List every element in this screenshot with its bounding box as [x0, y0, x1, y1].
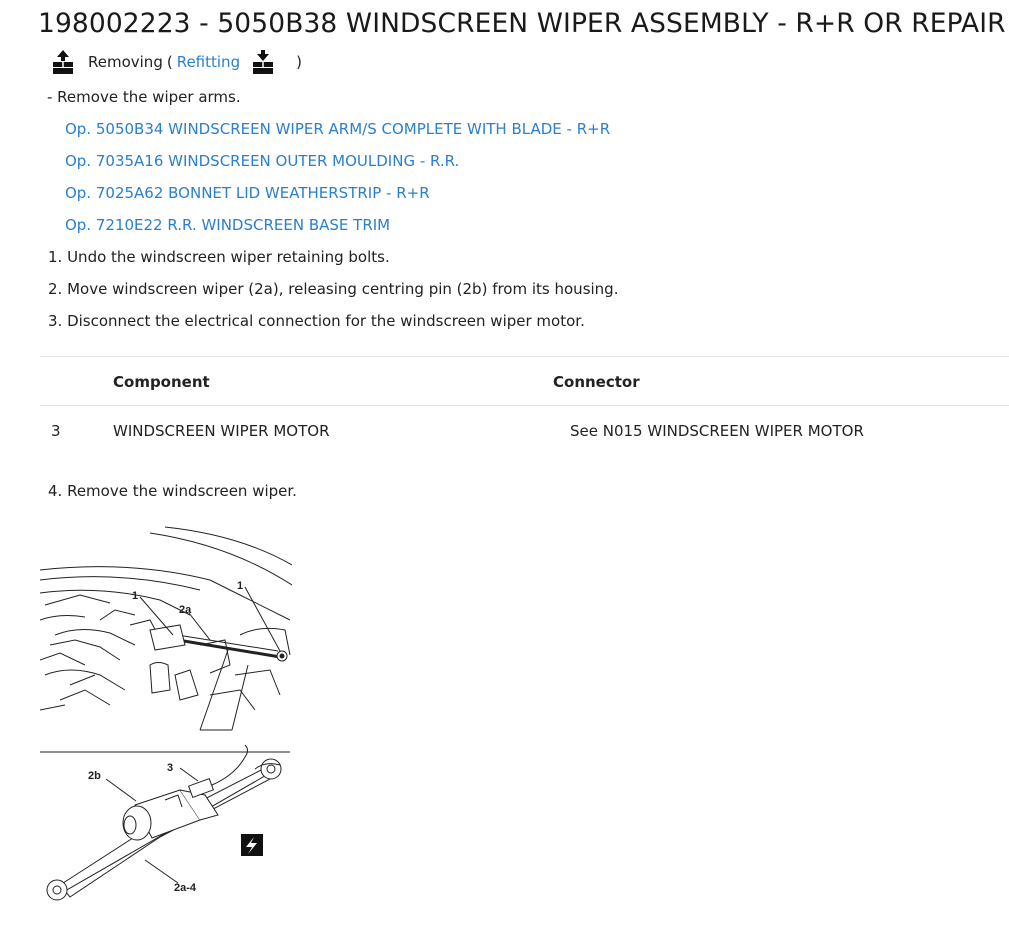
- label-pin: 2b: [88, 770, 101, 782]
- step-3: 3. Disconnect the electrical connection …: [48, 312, 585, 330]
- label-bolt-right: 1: [237, 580, 243, 592]
- page-title: 198002223 - 5050B38 WINDSCREEN WIPER ASS…: [38, 8, 1006, 39]
- row-number: 3: [51, 422, 61, 440]
- row-component: WINDSCREEN WIPER MOTOR: [113, 422, 330, 440]
- label-wiper: 2a: [179, 604, 192, 616]
- step-1: 1. Undo the windscreen wiper retaining b…: [48, 248, 390, 266]
- refitting-link[interactable]: Refitting: [176, 53, 241, 71]
- label-linkage: 2a-4: [174, 882, 197, 894]
- removing-icon: [53, 50, 73, 74]
- procedure-mode-row: Removing ( Refitting ): [50, 47, 302, 77]
- refitting-icon[interactable]: [250, 49, 276, 75]
- table-top-rule: [40, 356, 1009, 357]
- op-link-7035a16[interactable]: Op. 7035A16 WINDSCREEN OUTER MOULDING - …: [65, 152, 460, 170]
- open-paren: (: [166, 53, 173, 71]
- removing-label: Removing: [88, 53, 163, 71]
- op-link-5050b34[interactable]: Op. 5050B34 WINDSCREEN WIPER ARM/S COMPL…: [65, 120, 611, 138]
- op-link-7025a62[interactable]: Op. 7025A62 BONNET LID WEATHERSTRIP - R+…: [65, 184, 430, 202]
- step-2: 2. Move windscreen wiper (2a), releasing…: [48, 280, 619, 298]
- table-header-component: Component: [113, 373, 210, 391]
- step-4: 4. Remove the windscreen wiper.: [48, 482, 297, 500]
- op-link-7210e22[interactable]: Op. 7210E22 R.R. WINDSCREEN BASE TRIM: [65, 216, 391, 234]
- table-header-rule: [40, 405, 1009, 406]
- label-bolt-left: 1: [132, 590, 138, 602]
- table-header-connector: Connector: [553, 373, 640, 391]
- electrical-warning-icon: [241, 834, 263, 856]
- prep-intro: - Remove the wiper arms.: [47, 88, 241, 106]
- wiper-assembly-diagram: 1 2a 1 2b 3 2a-4: [40, 526, 292, 901]
- connector-link-n015[interactable]: See N015 WINDSCREEN WIPER MOTOR: [570, 422, 864, 440]
- close-paren: ): [296, 53, 302, 71]
- label-connector: 3: [167, 762, 173, 774]
